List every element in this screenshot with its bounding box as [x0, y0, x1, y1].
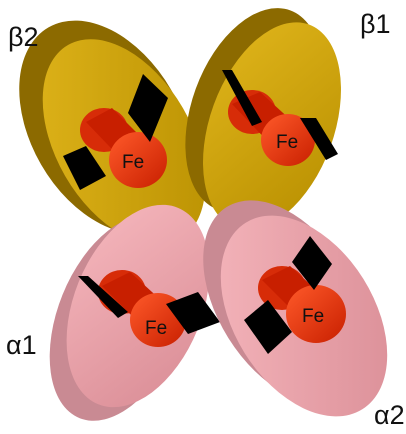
beta1-label: β1	[360, 9, 391, 39]
beta1-fe-label: Fe	[276, 132, 298, 153]
beta2-fe-label: Fe	[122, 152, 144, 173]
alpha1-fe-label: Fe	[145, 318, 167, 339]
alpha2-label: α2	[374, 400, 405, 430]
alpha1-label: α1	[6, 330, 37, 360]
alpha2-fe-label: Fe	[302, 306, 324, 327]
beta2-label: β2	[8, 22, 39, 52]
